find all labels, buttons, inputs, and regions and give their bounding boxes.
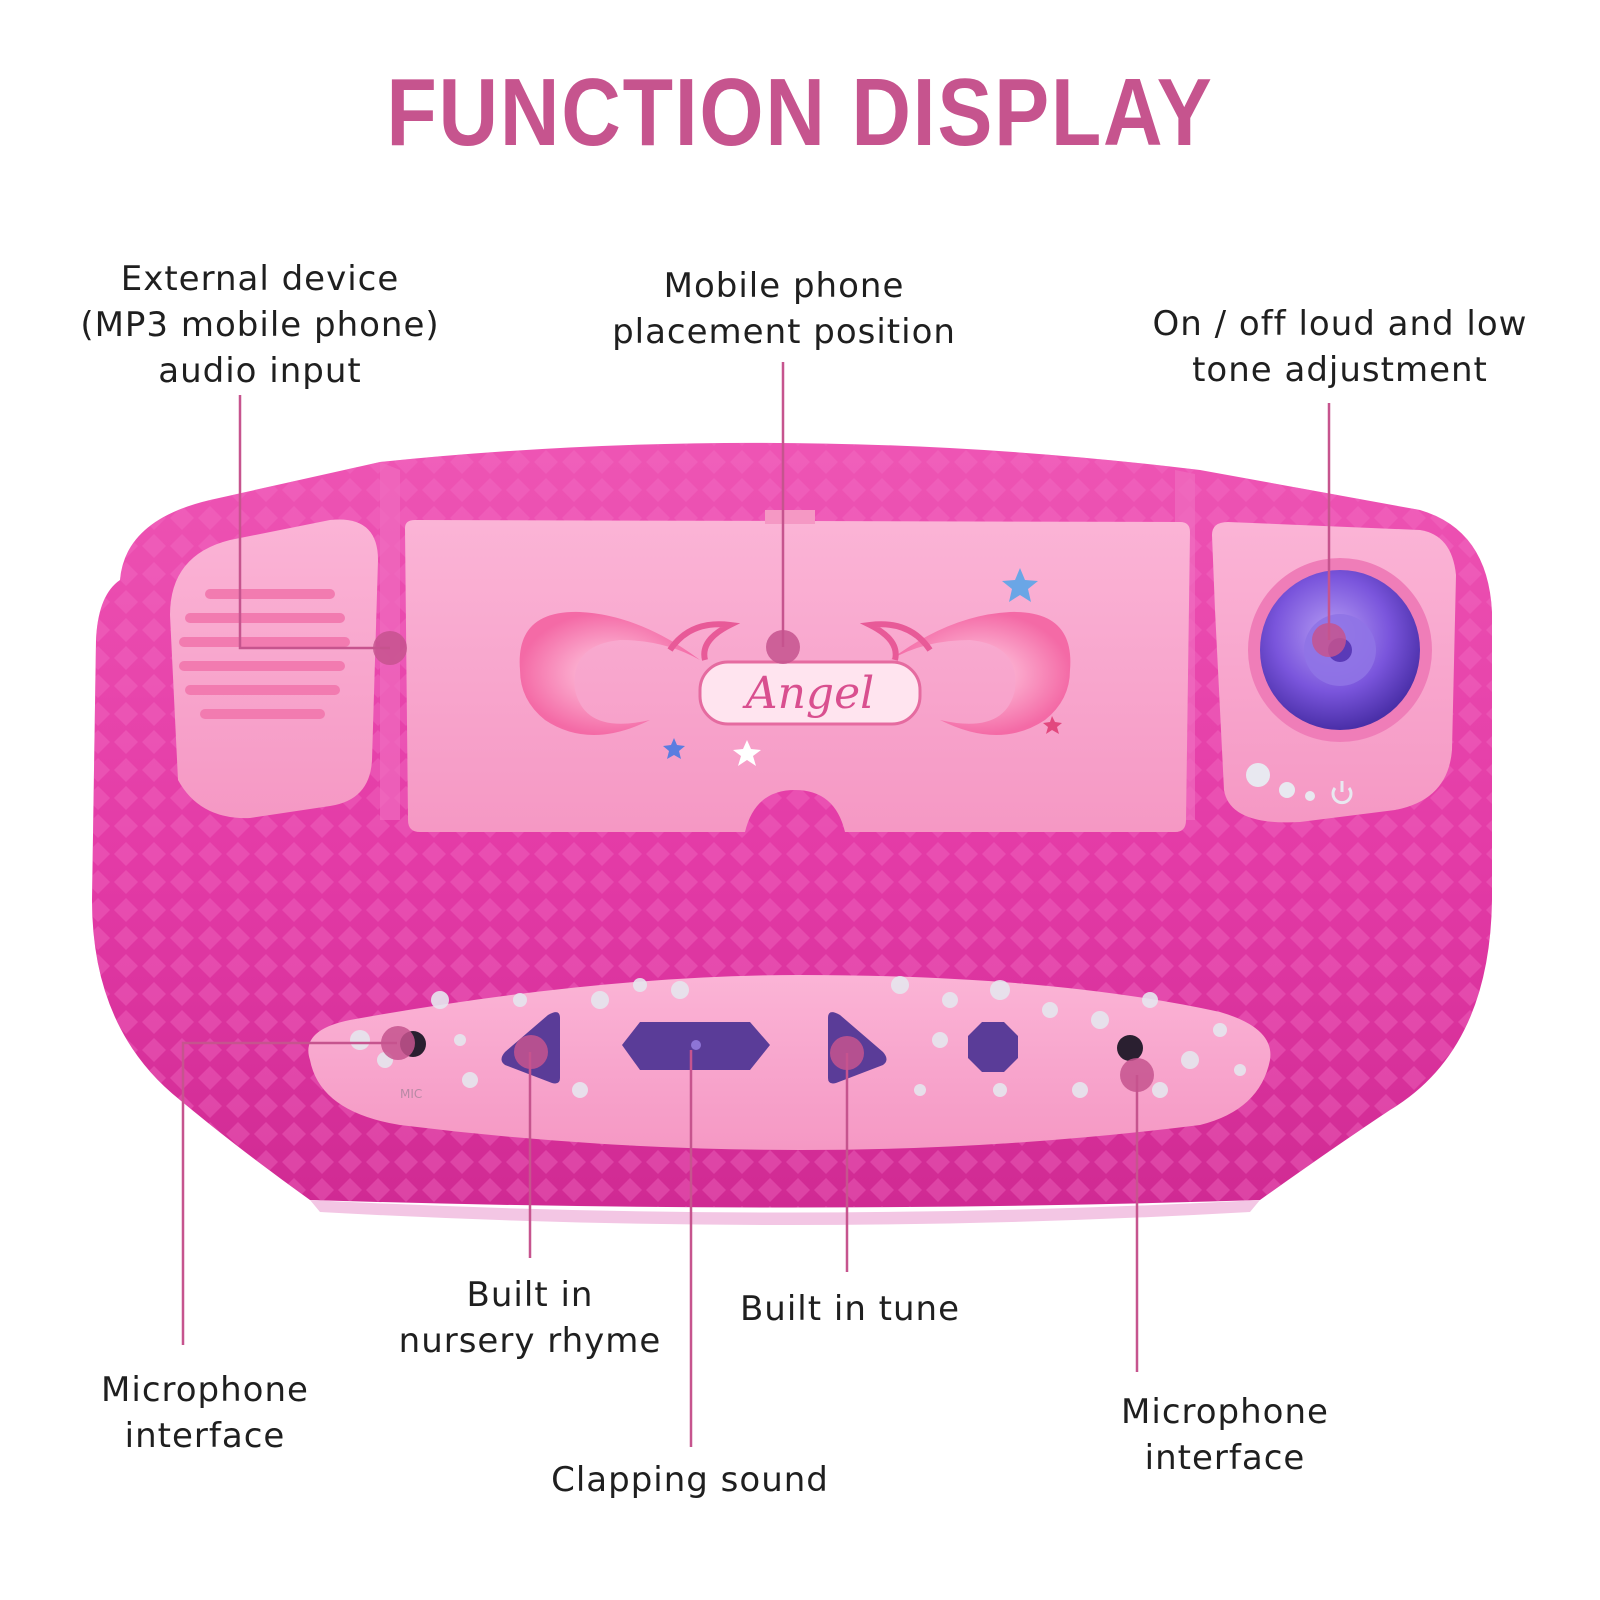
label-line: (MP3 mobile phone) (80, 305, 440, 345)
label-line: placement position (612, 312, 956, 352)
speaker-panel (170, 519, 378, 819)
light-button[interactable] (968, 1022, 1018, 1072)
label-audio-input: External device (MP3 mobile phone) audio… (60, 256, 460, 394)
label-mic-right: Microphone interface (1080, 1389, 1370, 1481)
label-phone-position: Mobile phone placement position (584, 263, 984, 355)
label-line: Microphone (101, 1370, 309, 1410)
label-clapping: Clapping sound (520, 1457, 860, 1503)
label-mic-left: Microphone interface (60, 1367, 350, 1459)
mic-label: MIC (400, 1087, 422, 1101)
label-line: interface (124, 1416, 286, 1456)
label-tone-adjust: On / off loud and low tone adjustment (1120, 301, 1560, 393)
label-line: Clapping sound (551, 1460, 829, 1500)
label-line: audio input (158, 351, 362, 391)
mic-jack-right[interactable] (1117, 1035, 1143, 1061)
tone-panel (1212, 522, 1456, 823)
label-nursery-rhyme: Built in nursery rhyme (360, 1272, 700, 1364)
callout-lines (181, 362, 1331, 1447)
power-icon (1331, 781, 1353, 805)
callout-markers (373, 623, 1346, 1092)
label-line: Built in (466, 1275, 594, 1315)
label-line: Mobile phone (663, 266, 905, 306)
logo-text: Angel (742, 668, 874, 719)
label-line: On / off loud and low (1152, 304, 1528, 344)
label-line: nursery rhyme (398, 1321, 662, 1361)
label-line: External device (120, 259, 400, 299)
phone-holder: Angel (405, 510, 1190, 832)
label-line: tone adjustment (1192, 350, 1488, 390)
label-line: Built in tune (739, 1289, 961, 1329)
page-title: FUNCTION DISPLAY (386, 59, 1214, 166)
label-line: Microphone (1121, 1392, 1329, 1432)
label-line: interface (1144, 1438, 1306, 1478)
label-tune: Built in tune (720, 1286, 980, 1332)
